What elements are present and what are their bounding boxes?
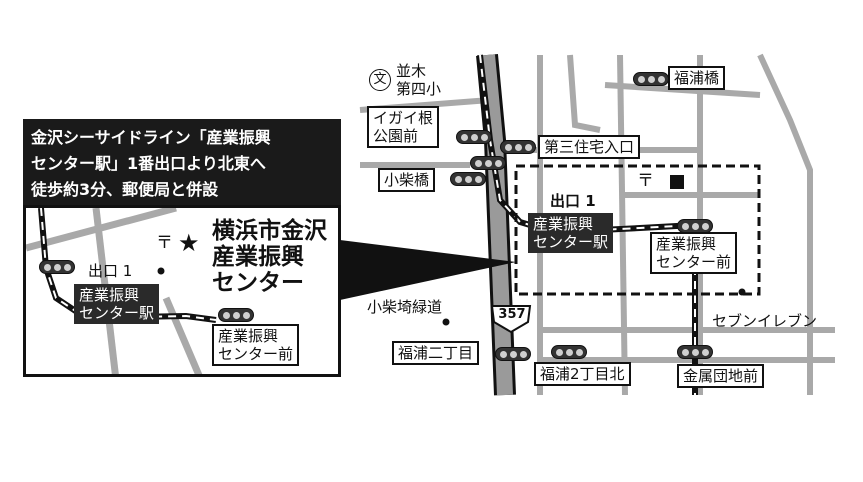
inset-title-line-3: センター	[212, 270, 304, 296]
inset-station-line-1: 産業振興	[79, 286, 140, 304]
signal-icon	[677, 345, 713, 359]
koshiba-ryokudo-label: 小柴埼緑道	[367, 298, 443, 316]
daisan-jutaku-stop-label: 第三住宅入口	[538, 135, 641, 159]
school-label-line-1: 並木	[396, 62, 427, 80]
route-shield-shape	[490, 305, 532, 334]
seven-eleven-label: セブンイレブン	[712, 312, 818, 330]
location-dot-koshiba	[442, 318, 450, 326]
signal-icon	[677, 219, 713, 233]
inset-title-line-2: 産業振興	[212, 244, 304, 270]
inset-signal-icon	[39, 260, 75, 274]
inset-station-label: 産業振興 センター駅	[74, 284, 160, 324]
location-dot-seven-eleven	[738, 288, 746, 296]
route-number-badge: 357	[498, 307, 526, 322]
koshiba-bashi-stop-label: 小柴橋	[378, 168, 436, 192]
school-icon: 文	[369, 69, 391, 91]
stop-line-2: センター前	[656, 253, 732, 271]
inset-stop-line-2: センター前	[218, 345, 294, 363]
signal-icon	[633, 72, 669, 86]
inset-title-line-1: 横浜市金沢	[212, 218, 327, 244]
station-line-2: センター駅	[533, 233, 609, 251]
focus-area-box	[514, 164, 761, 296]
inset-station-line-2: センター駅	[79, 304, 155, 322]
fukuura-2chome-kita-stop-label: 福浦2丁目北	[534, 362, 631, 386]
fukuura-bashi-stop-label: 福浦橋	[668, 66, 726, 90]
station-line-1: 産業振興	[533, 215, 594, 233]
igaine-koen-stop-label: イガイ根 公園前	[367, 106, 440, 148]
igaine-line-2: 公園前	[373, 127, 419, 145]
bus-stop-label: 産業振興 センター前	[650, 232, 738, 274]
signal-icon	[470, 156, 506, 170]
station-label: 産業振興 センター駅	[528, 213, 614, 253]
exit-label: 出口 1	[550, 192, 596, 210]
route-357-road	[476, 53, 516, 396]
star-icon: ★	[178, 229, 200, 257]
signal-icon	[551, 345, 587, 359]
callout-line-1: 金沢シーサイドライン「産業振興	[31, 128, 271, 147]
school-label-line-2: 第四小	[396, 80, 442, 98]
access-callout: 金沢シーサイドライン「産業振興 センター駅」1番出口より北東へ 徒歩約3分、郵便…	[23, 119, 341, 207]
building-marker	[670, 175, 684, 189]
signal-icon	[495, 347, 531, 361]
igaine-line-1: イガイ根	[373, 109, 434, 127]
signal-icon	[500, 140, 536, 154]
callout-pointer	[340, 240, 516, 300]
inset-stop-line-1: 産業振興	[218, 327, 279, 345]
signal-icon	[450, 172, 486, 186]
kinzoku-danchi-stop-label: 金属団地前	[677, 364, 765, 388]
fukuura-2chome-stop-label: 福浦二丁目	[392, 341, 480, 365]
callout-line-3: 徒歩約3分、郵便局と併設	[31, 180, 219, 199]
inset-signal-icon	[218, 308, 254, 322]
callout-line-2: センター駅」1番出口より北東へ	[31, 154, 266, 173]
signal-icon	[456, 130, 492, 144]
post-office-icon: 〒	[637, 171, 654, 191]
inset-post-office-icon: 〒	[156, 233, 173, 253]
inset-map: 出口 1 〒 ★ 横浜市金沢 産業振興 センター 産業振興 センター駅 産業振興…	[23, 205, 341, 377]
stop-line-1: 産業振興	[656, 235, 717, 253]
inset-exit-label: 出口 1	[88, 262, 133, 280]
inset-bus-stop-label: 産業振興 センター前	[212, 324, 300, 366]
